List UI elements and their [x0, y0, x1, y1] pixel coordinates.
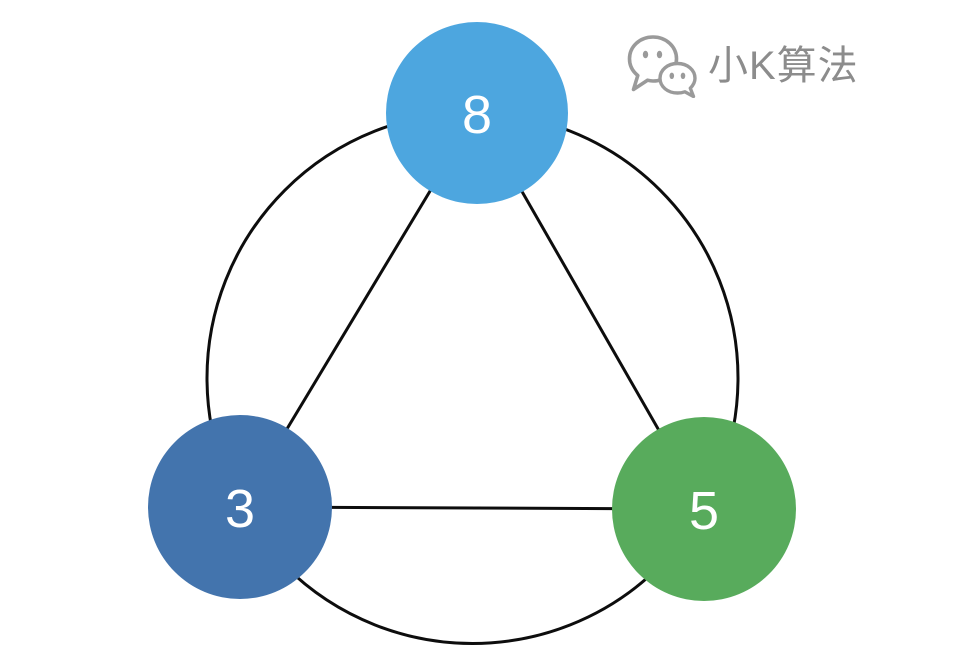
- graph-node-label-bottom-left: 3: [225, 479, 255, 539]
- wechat-big-bubble-right-eye: [656, 50, 663, 59]
- wechat-small-bubble-left-eye: [669, 72, 675, 79]
- graph-node-label-top: 8: [462, 85, 492, 145]
- wechat-small-bubble: [658, 61, 697, 98]
- graph-node-top: [386, 22, 568, 204]
- graph-node-bottom-left: [148, 415, 332, 599]
- wechat-logo-icon: [627, 35, 697, 98]
- wechat-small-bubble-right-eye: [680, 72, 686, 79]
- watermark-brand-text: 小K算法: [708, 44, 859, 88]
- graph-node-label-bottom-right: 5: [689, 481, 719, 541]
- graph-node-bottom-right: [612, 417, 796, 601]
- wechat-big-bubble-left-eye: [642, 50, 649, 59]
- watermark: 小K算法: [626, 34, 859, 98]
